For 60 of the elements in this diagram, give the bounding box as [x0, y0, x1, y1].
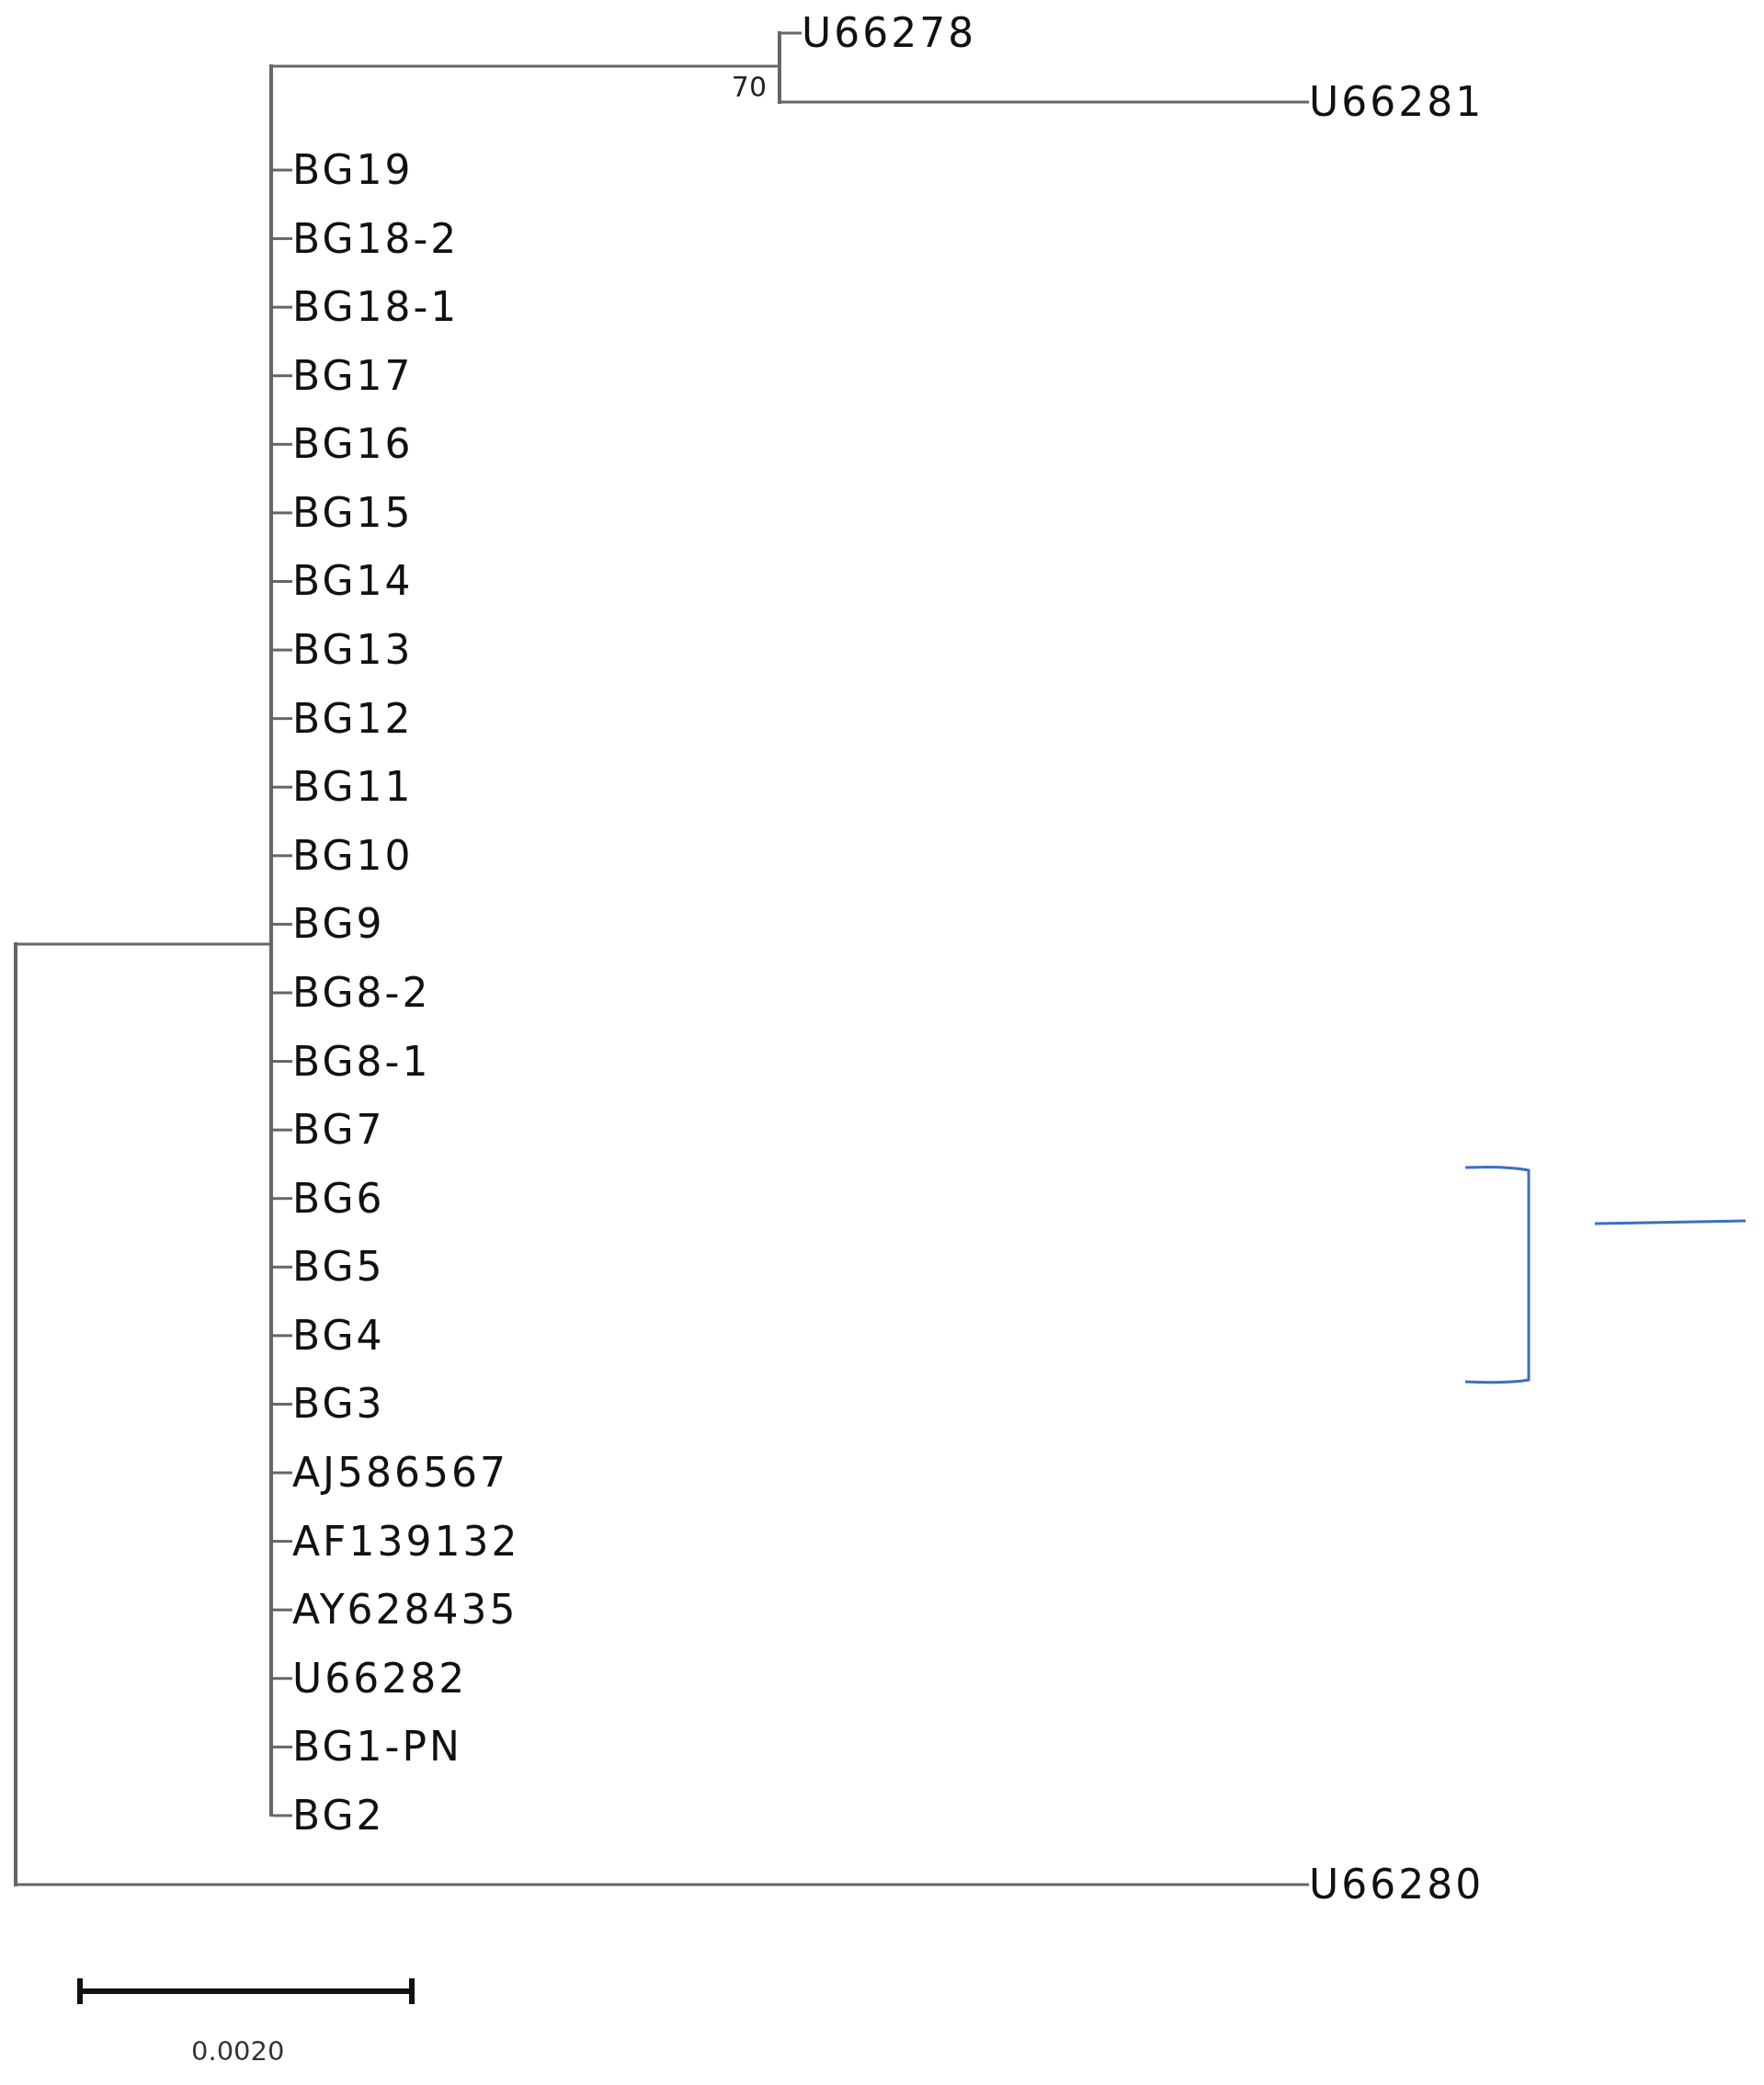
taxon-label: U66278: [802, 9, 977, 57]
taxon-label: U66280: [1309, 1861, 1485, 1908]
branch-line: [17, 942, 269, 946]
taxon-label: BG3: [292, 1380, 385, 1429]
taxon-label: BG8-2: [292, 968, 431, 1017]
branch-line: [273, 1197, 292, 1201]
taxon-label: BG14: [292, 557, 414, 606]
taxon-label: BG19: [292, 146, 414, 194]
branch-line: [273, 1677, 292, 1681]
taxon-label: BG18-1: [292, 283, 460, 332]
branch-line: [273, 854, 292, 858]
branch-line: [273, 374, 292, 378]
taxon-label: BG9: [292, 900, 385, 949]
taxon-label: BG13: [292, 626, 414, 675]
taxon-label: BG16: [292, 420, 414, 469]
branch-line: [781, 31, 802, 35]
branch-line: [273, 785, 292, 789]
branch-line: [273, 991, 292, 995]
scale-value: 0.0020: [191, 2035, 285, 2067]
branch-line: [273, 64, 778, 68]
branch-line: [273, 1265, 292, 1269]
branch-line: [273, 168, 292, 172]
taxon-label: BG8-1: [292, 1037, 431, 1086]
taxon-label: BG7: [292, 1106, 385, 1155]
taxon-label: BG17: [292, 351, 414, 400]
branch-line: [273, 717, 292, 721]
taxon-label: BG12: [292, 694, 414, 743]
taxon-label: BG2: [292, 1791, 385, 1840]
bootstrap-value: 70: [731, 71, 767, 103]
branch-line: [273, 1128, 292, 1132]
branch-line: [273, 1608, 292, 1612]
taxon-label: BG10: [292, 831, 414, 880]
branch-line: [273, 580, 292, 583]
branch-line: [273, 1471, 292, 1475]
branch-line: [273, 1402, 292, 1406]
branch-line: [273, 305, 292, 309]
branch-line: [273, 442, 292, 446]
taxon-label: BG5: [292, 1243, 385, 1292]
taxon-label: BG15: [292, 488, 414, 537]
taxon-label: BG18-2: [292, 214, 460, 263]
branch-line: [273, 922, 292, 926]
taxon-label: BG11: [292, 763, 414, 812]
taxon-label: U66282: [292, 1654, 468, 1703]
branch-line: [273, 1540, 292, 1544]
taxon-label: BG6: [292, 1174, 385, 1223]
taxon-label: BG4: [292, 1311, 385, 1360]
taxon-label: U66281: [1309, 78, 1485, 126]
branch-line: [781, 100, 1309, 104]
branch-line: [273, 237, 292, 241]
branch-line: [273, 1060, 292, 1064]
branch-line: [273, 511, 292, 515]
taxon-label: BG1-PN: [292, 1723, 462, 1772]
taxon-label: AY628435: [292, 1586, 518, 1635]
taxon-label: AJ586567: [292, 1449, 509, 1497]
branch-line: [273, 648, 292, 652]
branch-line: [273, 1745, 292, 1749]
branch-line: [273, 1814, 292, 1817]
branch-line: [273, 1334, 292, 1338]
taxon-label: AF139132: [292, 1517, 520, 1566]
branch-line: [17, 1883, 1309, 1886]
